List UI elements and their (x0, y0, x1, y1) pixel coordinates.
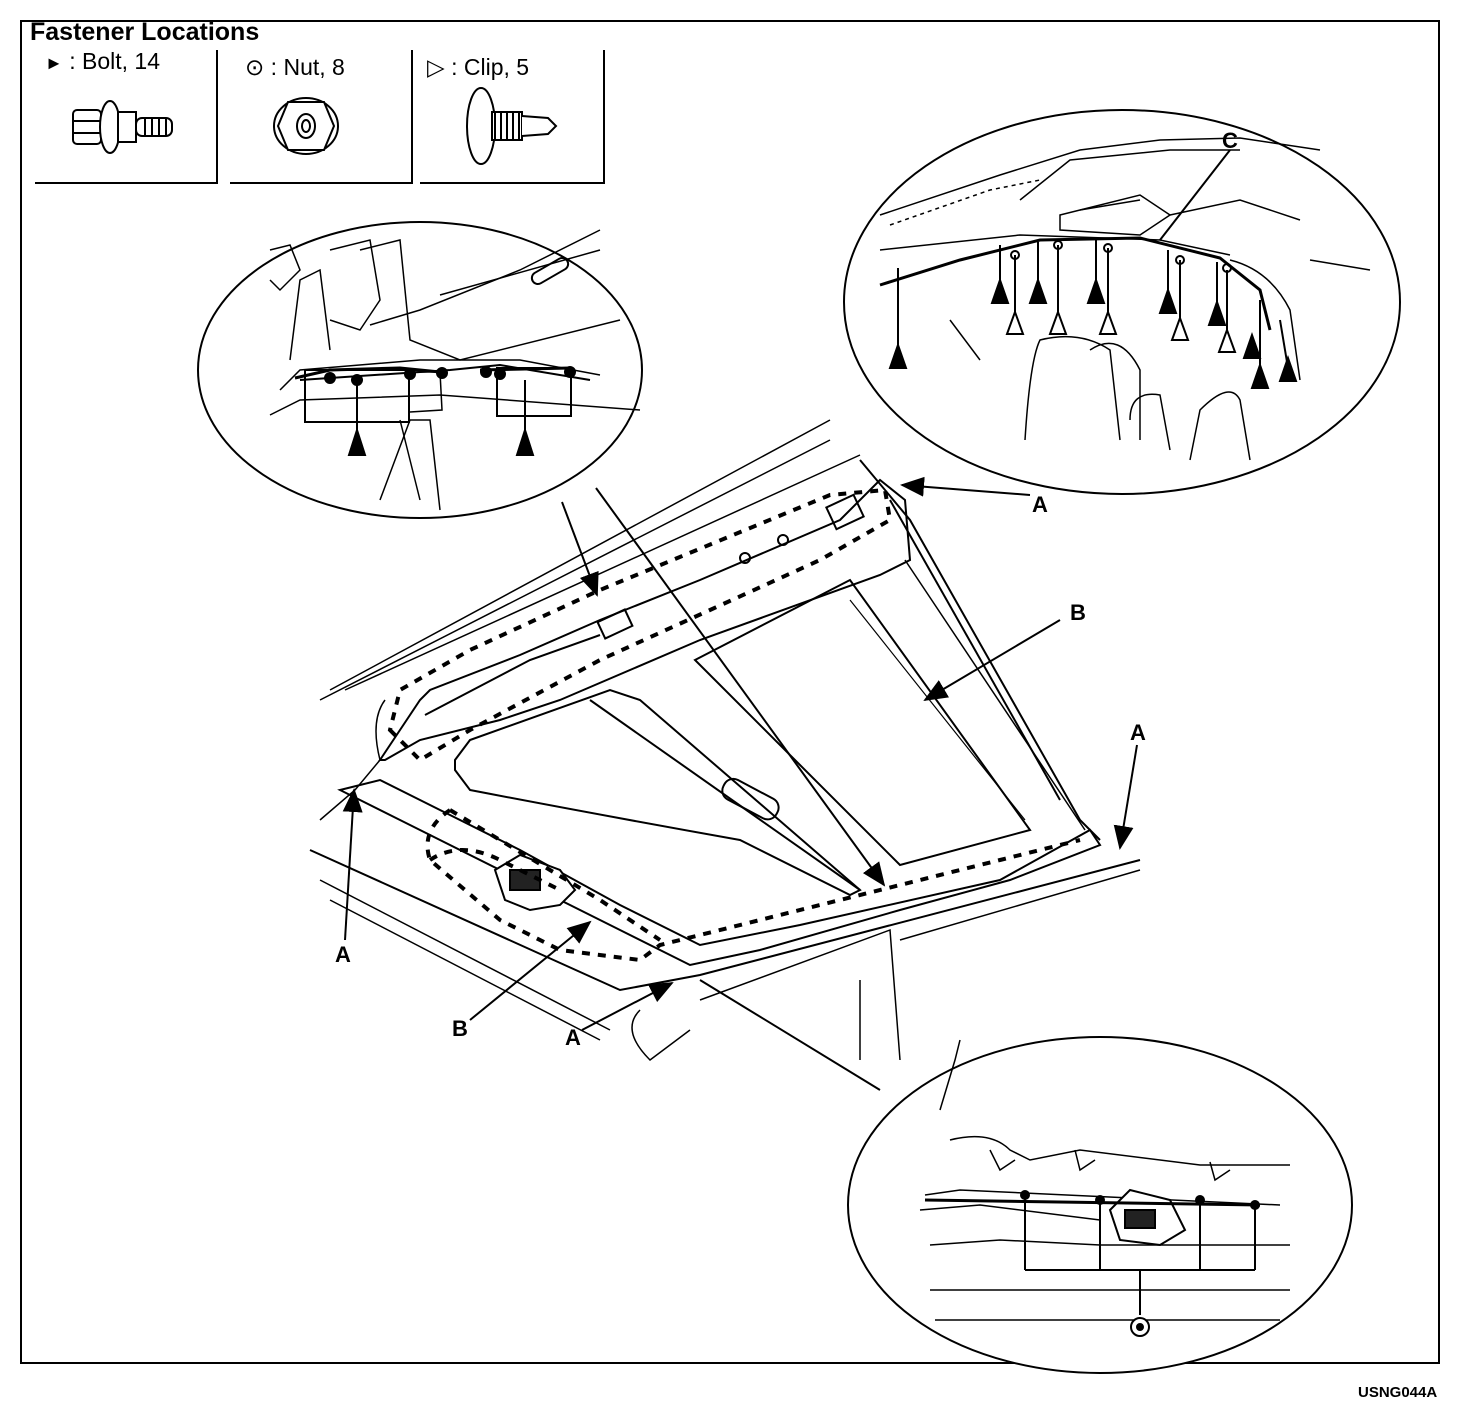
legend-boxes (35, 50, 605, 184)
legend-nut-sep: : (270, 54, 284, 80)
nut-icon (273, 97, 339, 155)
diagram-frame (20, 20, 1440, 1364)
legend-clip: ▷ : Clip, 5 (427, 54, 529, 81)
figure-id: USNG044A (1358, 1384, 1438, 1401)
bolt-symbol-icon: ► (45, 53, 63, 73)
legend-bolt-label: Bolt, 14 (82, 48, 160, 74)
legend-bolt: ► : Bolt, 14 (45, 48, 160, 75)
legend-clip-sep: : (451, 54, 464, 80)
callout-c: C (1222, 128, 1238, 153)
callout-labels: A B A A B A C (335, 128, 1238, 1050)
legend-clip-label: Clip, 5 (463, 54, 530, 80)
harness-routes (387, 487, 1081, 963)
detail-view-rear (847, 1036, 1353, 1374)
callout-arrows (342, 476, 1138, 1031)
callout-a-bottom: A (565, 1025, 581, 1050)
nut-symbol-icon: ⊙ (245, 54, 265, 80)
clip-icon (466, 87, 558, 165)
callout-b-left: B (452, 1016, 468, 1041)
callout-a-right: A (1130, 720, 1146, 745)
callout-a-left: A (335, 942, 351, 967)
legend-nut: ⊙ : Nut, 8 (245, 54, 345, 81)
leader-lines (561, 487, 886, 1091)
legend-nut-label: Nut, 8 (283, 54, 345, 80)
roof-panel (309, 419, 1141, 1061)
callout-a-top: A (1032, 492, 1048, 517)
diagram-title: Fastener Locations (30, 18, 260, 46)
clip-symbol-icon: ▷ (427, 54, 445, 80)
legend-bolt-sep: : (69, 48, 82, 74)
detail-view-front-right (843, 109, 1401, 495)
detail-view-front-left (197, 221, 643, 519)
callout-b-right: B (1070, 600, 1086, 625)
bolt-icon (72, 100, 173, 154)
